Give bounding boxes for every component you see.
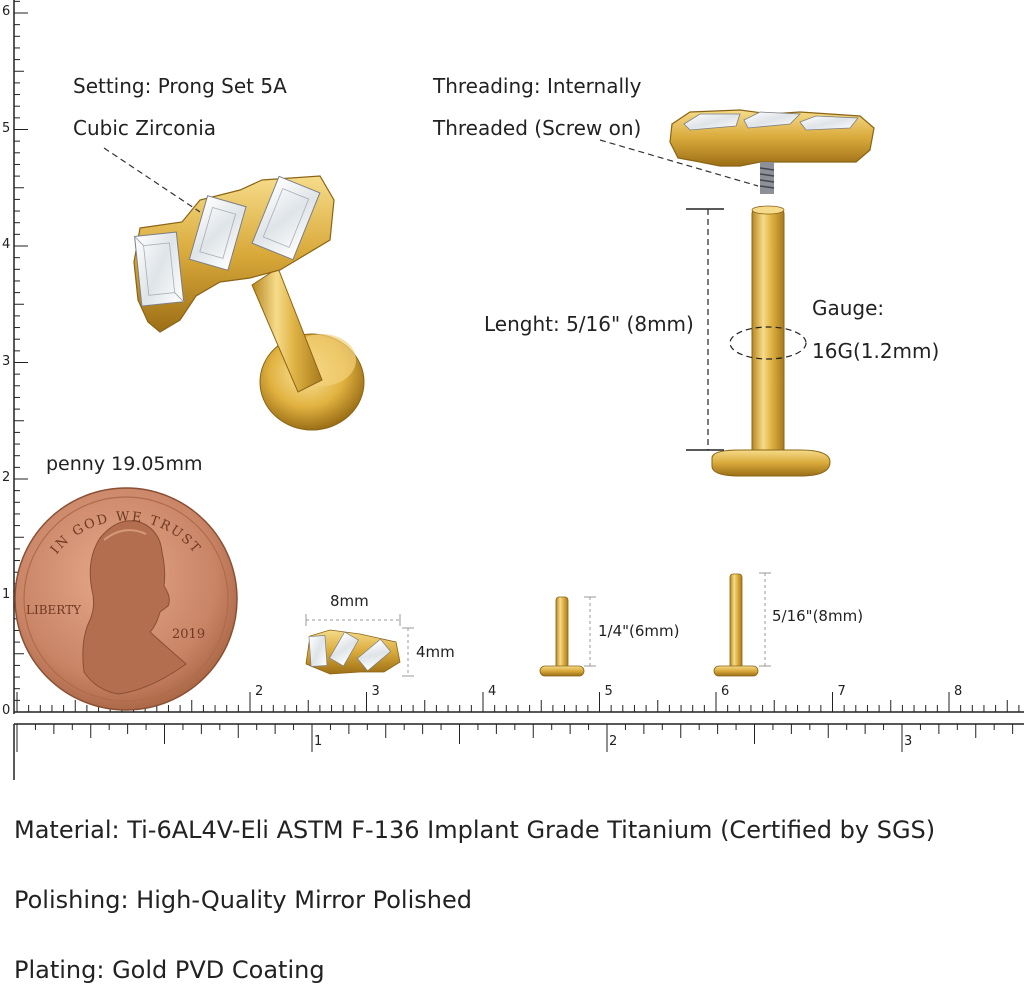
setting-label: Setting: Prong Set 5A [73, 74, 287, 98]
polishing-spec: Polishing: High-Quality Mirror Polished [14, 886, 472, 914]
length-label: Lenght: 5/16" (8mm) [484, 312, 694, 336]
top-height-label: 4mm [416, 643, 455, 661]
gauge-title-label: Gauge: [812, 296, 885, 320]
vertical-ruler-label: 6 [2, 4, 11, 19]
threading-leader-line [599, 139, 759, 187]
setting-leader-line [103, 147, 201, 213]
vertical-ruler-label: 4 [2, 237, 11, 252]
horizontal-ruler-label: 8 [954, 684, 963, 699]
threading-label: Threading: Internally [433, 74, 642, 98]
horizontal-ruler-label: 5 [604, 684, 613, 699]
vertical-ruler-label: 0 [2, 703, 11, 718]
horizontal-ruler-label: 7 [837, 684, 846, 699]
inch-ruler-label: 1 [314, 734, 323, 749]
short-post-length-label: 1/4"(6mm) [598, 622, 680, 640]
penny-year-text: 2019 [172, 627, 205, 642]
vertical-ruler-label: 3 [2, 353, 11, 369]
threading-detail-label: Threaded (Screw on) [433, 116, 642, 140]
inch-ruler-label: 2 [609, 734, 618, 749]
small-top-on-ruler [305, 629, 401, 675]
top-width-label: 8mm [330, 592, 369, 610]
plating-spec: Plating: Gold PVD Coating [14, 956, 325, 984]
length-dimension [686, 208, 724, 451]
gauge-indicator [729, 326, 807, 360]
vertical-ruler-label: 5 [2, 120, 11, 136]
inch-ruler-label: 3 [904, 734, 913, 749]
earring-angled-view [133, 175, 365, 431]
horizontal-ruler-label: 2 [255, 684, 264, 699]
stone-label: Cubic Zirconia [73, 116, 217, 140]
inch-ruler [13, 723, 1024, 780]
small-top-dimensions [305, 614, 414, 677]
horizontal-ruler-label: 4 [488, 684, 497, 699]
vertical-ruler-label: 1 [2, 586, 11, 602]
material-spec: Material: Ti-6AL4V-Eli ASTM F-136 Implan… [14, 816, 936, 844]
long-post-on-ruler [713, 572, 771, 677]
penny-size-label: penny 19.05mm [46, 453, 203, 475]
short-post-on-ruler [539, 596, 596, 677]
long-post-length-label: 5/16"(8mm) [772, 607, 864, 625]
penny-coin: IN GOD WE TRUST LIBERTY 2019 [14, 487, 238, 711]
gauge-value-label: 16G(1.2mm) [812, 339, 940, 363]
screw-thread [759, 162, 775, 194]
horizontal-ruler-label: 3 [371, 684, 380, 699]
labret-post-large [711, 205, 831, 477]
threaded-top-piece [669, 109, 875, 194]
vertical-ruler-label: 2 [2, 470, 11, 485]
horizontal-ruler-label: 6 [721, 684, 730, 699]
penny-liberty-text: LIBERTY [26, 603, 82, 617]
